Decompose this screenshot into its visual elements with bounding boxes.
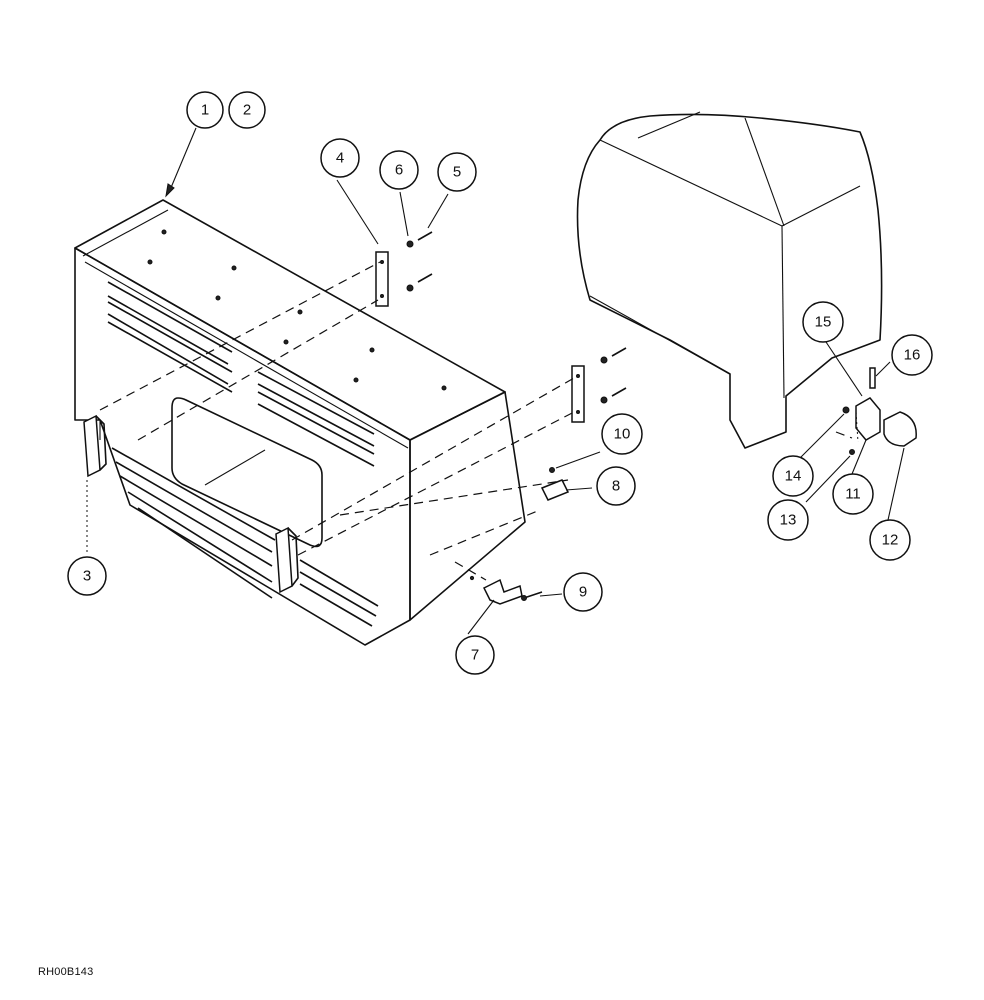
svg-text:7: 7	[471, 647, 479, 664]
hardware-upper	[406, 231, 433, 292]
access-window	[171, 397, 323, 548]
svg-text:5: 5	[453, 164, 461, 181]
callout-12: 12	[869, 519, 911, 561]
callout-3: 3	[67, 556, 107, 596]
callout-15: 15	[802, 301, 844, 343]
svg-text:14: 14	[785, 468, 802, 485]
svg-text:15: 15	[815, 314, 832, 331]
svg-text:8: 8	[612, 478, 620, 495]
bracket-right	[571, 365, 585, 423]
leader-lines	[165, 127, 905, 635]
svg-text:2: 2	[243, 102, 251, 119]
callout-2: 2	[228, 91, 266, 129]
latch-plate	[540, 467, 570, 501]
lower-bracket	[482, 578, 543, 605]
svg-text:4: 4	[336, 150, 344, 167]
callout-6: 6	[379, 150, 419, 190]
callout-1: 1	[186, 91, 224, 129]
handle-right	[275, 526, 299, 594]
svg-text:3: 3	[83, 568, 91, 585]
svg-text:13: 13	[780, 512, 797, 529]
callout-13: 13	[767, 499, 809, 541]
enclosure-housing	[74, 199, 526, 646]
svg-text:12: 12	[882, 532, 899, 549]
callout-10: 10	[601, 413, 643, 455]
callout-8: 8	[596, 466, 636, 506]
svg-text:6: 6	[395, 162, 403, 179]
svg-text:16: 16	[904, 347, 921, 364]
svg-text:9: 9	[579, 584, 587, 601]
handle-left	[83, 414, 107, 478]
hardware-right	[600, 347, 627, 404]
svg-text:10: 10	[614, 426, 631, 443]
top-holes	[147, 229, 447, 391]
latch-assembly	[835, 367, 917, 455]
callout-7: 7	[455, 635, 495, 675]
callout-14: 14	[772, 455, 814, 497]
louvres-upper-left	[107, 281, 233, 393]
svg-text:1: 1	[201, 102, 209, 119]
drawing-code: RH00B143	[38, 966, 94, 978]
assembly-lines	[86, 261, 575, 581]
louvres-upper-right	[257, 371, 375, 467]
callout-16: 16	[891, 334, 933, 376]
callout-5: 5	[437, 152, 477, 192]
louvres-lower	[111, 447, 379, 627]
callout-11: 11	[832, 473, 874, 515]
callout-9: 9	[563, 572, 603, 612]
callout-4: 4	[320, 138, 360, 178]
cab-outline	[576, 111, 883, 449]
bracket-upper	[375, 251, 389, 307]
svg-text:11: 11	[845, 486, 861, 503]
